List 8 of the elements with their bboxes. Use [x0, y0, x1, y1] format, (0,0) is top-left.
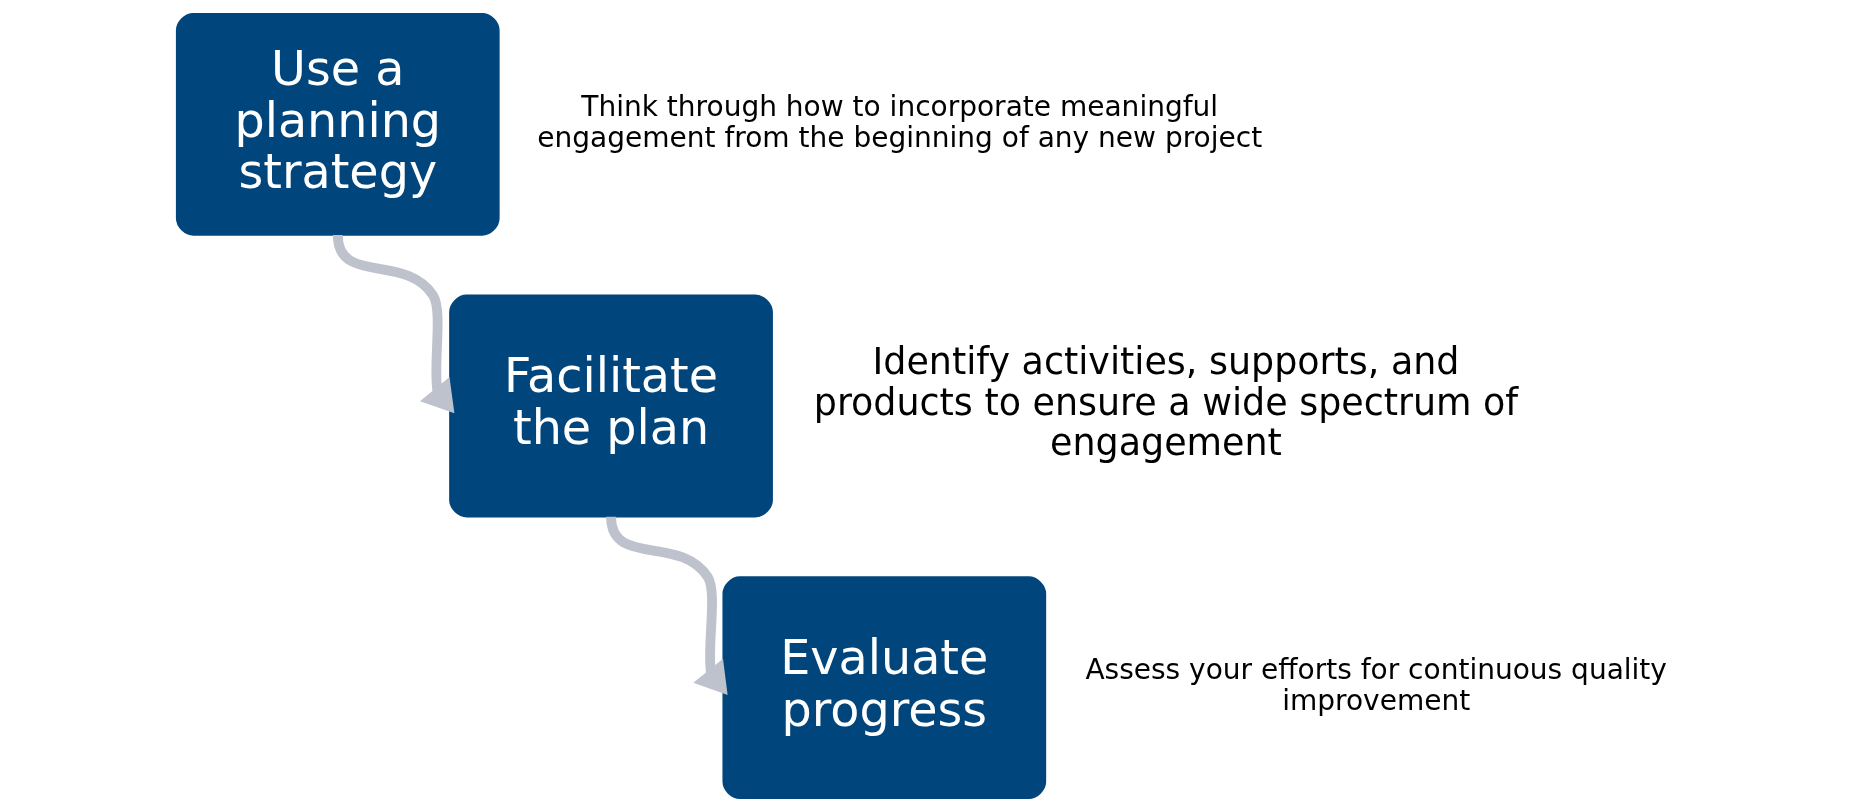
node-label: Think through how to incorporate meaningful engagement from the beginning of any new project [537, 89, 1263, 154]
node-label: Assess your efforts for continuous quality improvement [1085, 653, 1667, 718]
node-box: Use a planning strategy [175, 12, 500, 236]
arrow [332, 234, 455, 414]
node-box: Facilitate the plan [449, 294, 773, 518]
node-box: Evaluate progress [722, 576, 1047, 800]
arrow [606, 516, 728, 695]
node-label: Identify activities, supports, and products to ensure a wide spectrum of engagement [813, 340, 1519, 465]
